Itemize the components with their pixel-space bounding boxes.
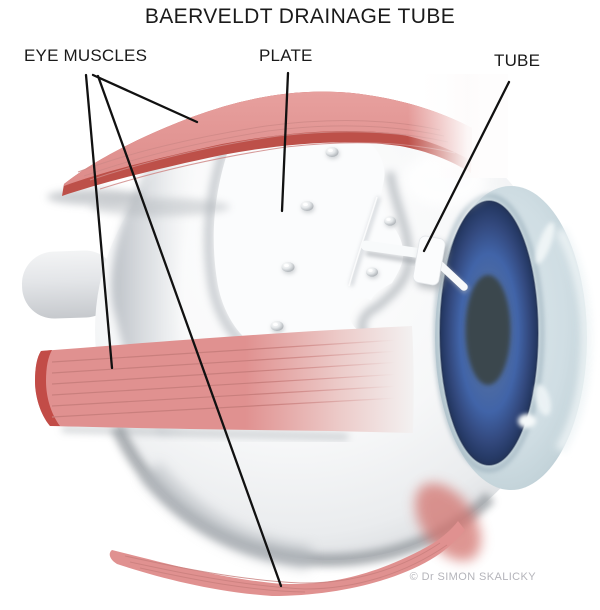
label-line-eye-muscles-bottom xyxy=(96,74,283,588)
lateral-muscle xyxy=(35,326,414,440)
cornea xyxy=(403,153,592,490)
label-plate: PLATE xyxy=(259,46,313,65)
cornea-rim-highlight xyxy=(555,227,592,453)
plate-body xyxy=(213,142,404,351)
inferior-muscle xyxy=(109,482,482,596)
label-line-plate xyxy=(280,71,290,213)
muscle-body xyxy=(109,521,465,596)
suture-hole xyxy=(384,216,397,228)
cornea-highlights xyxy=(518,222,555,428)
pupil xyxy=(465,275,511,385)
label-tube: TUBE xyxy=(494,51,541,70)
muscle-cap xyxy=(35,350,60,426)
suture-holes xyxy=(270,147,397,333)
muscle-striations xyxy=(77,120,456,190)
suture-hole xyxy=(325,147,340,159)
optic-nerve xyxy=(21,250,118,319)
label-line-eye-muscles-middle xyxy=(84,73,114,370)
suture-hole xyxy=(270,321,285,333)
label-line-eye-muscles-top xyxy=(91,73,199,124)
label-eye-muscles: EYE MUSCLES xyxy=(24,46,148,65)
muscle-body xyxy=(64,91,472,186)
credit-text: © Dr SIMON SKALICKY xyxy=(409,571,536,583)
label-lines xyxy=(84,71,511,588)
drainage-tube xyxy=(361,235,470,294)
suture-hole xyxy=(300,201,315,213)
superior-muscle xyxy=(47,74,508,216)
suture-hole xyxy=(366,267,379,279)
muscle-striations xyxy=(124,542,448,593)
suture-hole xyxy=(281,262,296,274)
label-line-tube xyxy=(422,80,511,253)
muscle-body xyxy=(35,326,414,433)
page-title: BAERVELDT DRAINAGE TUBE xyxy=(144,5,456,28)
tube-bar xyxy=(361,240,421,258)
tube-patch xyxy=(412,235,446,286)
muscle-striations xyxy=(51,339,403,418)
muscle-fade xyxy=(408,74,508,178)
plate xyxy=(204,142,414,355)
